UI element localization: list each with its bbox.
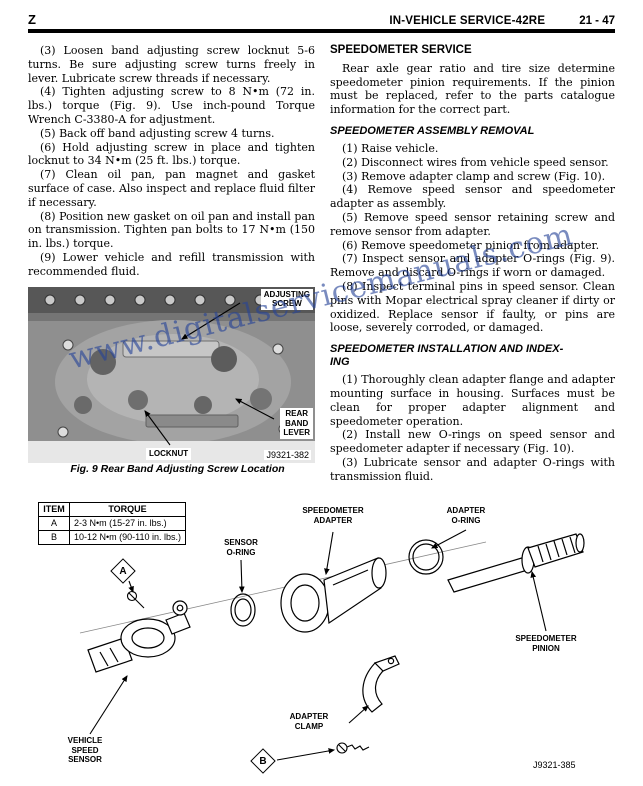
removal-heading: SPEEDOMETER ASSEMBLY REMOVAL	[330, 124, 535, 137]
rear-band-lever-label: REAR BAND LEVER	[280, 408, 313, 439]
vehicle-speed-sensor-drawing	[87, 600, 191, 673]
step-paragraph: (7) Clean oil pan, pan magnet and gasket…	[28, 168, 315, 209]
left-column: (3) Loosen band adjusting screw locknut …	[28, 44, 315, 476]
step-paragraph: (3) Loosen band adjusting screw locknut …	[28, 44, 315, 85]
sensor-o-ring-label: SENSOR O-RING	[224, 538, 258, 557]
exploded-view-art	[79, 529, 585, 761]
section-letter: Z	[28, 12, 36, 27]
vehicle-speed-sensor-label: VEHICLE SPEED SENSOR	[67, 736, 103, 764]
step-paragraph: (4) Remove speed sensor and speedometer …	[330, 183, 615, 211]
callout-a: A	[110, 558, 136, 584]
adapter-clamp-drawing	[362, 655, 400, 713]
clamp-screw-drawing	[336, 742, 370, 754]
header-title: IN-VEHICLE SERVICE-42RE	[389, 15, 546, 27]
step-paragraph: (5) Remove speed sensor retaining screw …	[330, 210, 615, 238]
installation-heading: SPEEDOMETER INSTALLATION AND INDEX- ING	[330, 343, 615, 369]
speedometer-service-heading: SPEEDOMETER SERVICE	[330, 44, 472, 56]
step-paragraph: (4) Tighten adjusting screw to 8 N•m (72…	[28, 85, 315, 126]
speedometer-pinion-drawing	[447, 533, 585, 593]
step-paragraph: (7) Inspect sensor and adapter O-rings (…	[330, 252, 615, 280]
step-paragraph: (2) Disconnect wires from vehicle speed …	[342, 155, 609, 169]
adjusting-screw-label: ADJUSTING SCREW	[260, 288, 313, 310]
sensor-o-ring-drawing	[230, 593, 256, 627]
step-paragraph: (8) Inspect terminal pins in speed senso…	[330, 279, 615, 335]
right-column: SPEEDOMETER SERVICE Rear axle gear ratio…	[330, 44, 615, 484]
item-cell: B	[38, 530, 70, 545]
figure9-caption: Fig. 9 Rear Band Adjusting Screw Locatio…	[70, 462, 285, 475]
torque-column-header: TORQUE	[68, 502, 187, 517]
step-paragraph: (1) Raise vehicle.	[342, 141, 439, 155]
step-paragraph: (9) Lower vehicle and refill transmissio…	[28, 250, 315, 278]
adapter-o-ring-drawing	[408, 539, 444, 575]
adapter-clamp-label: ADAPTER CLAMP	[289, 712, 329, 731]
step-paragraph: (1) Thoroughly clean adapter flange and …	[330, 373, 615, 428]
callout-a-letter: A	[119, 565, 127, 577]
figure10-diagram: ITEM TORQUE A 2-3 N•m (15-27 in. lbs.) B…	[28, 500, 615, 780]
step-paragraph: (3) Lubricate sensor and adapter O-rings…	[330, 455, 615, 483]
step-paragraph: (5) Back off band adjusting screw 4 turn…	[40, 126, 275, 140]
page-number: 21 - 47	[579, 15, 615, 27]
speedometer-adapter-label: SPEEDOMETER ADAPTER	[302, 506, 364, 525]
adapter-o-ring-label: ADAPTER O-RING	[446, 506, 486, 525]
table-row: A 2-3 N•m (15-27 in. lbs.)	[38, 516, 187, 531]
item-column-header: ITEM	[38, 502, 70, 517]
figure9-photo: ADJUSTING SCREW REAR BAND LEVER LOCKNUT …	[28, 286, 315, 463]
transmission-photo-art	[28, 286, 315, 463]
step-paragraph: (8) Position new gasket on oil pan and i…	[28, 209, 315, 251]
page-header: Z IN-VEHICLE SERVICE-42RE 21 - 47	[28, 12, 615, 27]
locknut-label: LOCKNUT	[146, 448, 192, 460]
speedometer-adapter-drawing	[280, 557, 387, 633]
item-cell: A	[38, 516, 70, 531]
table-row: B 10-12 N•m (90-110 in. lbs.)	[38, 530, 187, 545]
assembly-axis-line	[79, 541, 487, 634]
installation-heading-line1: SPEEDOMETER INSTALLATION AND INDEX-	[330, 343, 564, 356]
installation-heading-line2: ING	[330, 356, 350, 369]
step-paragraph: (6) Hold adjusting screw in place and ti…	[28, 140, 315, 168]
sensor-screw-drawing	[126, 590, 145, 609]
figure10-id: J9321-385	[533, 760, 576, 770]
torque-table: ITEM TORQUE A 2-3 N•m (15-27 in. lbs.) B…	[38, 502, 187, 545]
leader-arrows	[89, 529, 547, 761]
table-header-row: ITEM TORQUE	[38, 502, 187, 517]
callout-b: B	[250, 748, 276, 774]
service-paragraph: Rear axle gear ratio and tire size deter…	[330, 61, 615, 117]
step-paragraph: (2) Install new O-rings on speed sensor …	[330, 428, 615, 456]
torque-cell: 10-12 N•m (90-110 in. lbs.)	[68, 530, 187, 545]
speedometer-pinion-label: SPEEDOMETER PINION	[515, 634, 577, 653]
step-paragraph: (3) Remove adapter clamp and screw (Fig.…	[342, 169, 606, 183]
callout-b-letter: B	[259, 755, 267, 767]
header-rule	[28, 29, 615, 33]
figure9-id: J9321-382	[264, 449, 311, 460]
torque-cell: 2-3 N•m (15-27 in. lbs.)	[68, 516, 187, 531]
step-paragraph: (6) Remove speedometer pinion from adapt…	[342, 238, 600, 252]
